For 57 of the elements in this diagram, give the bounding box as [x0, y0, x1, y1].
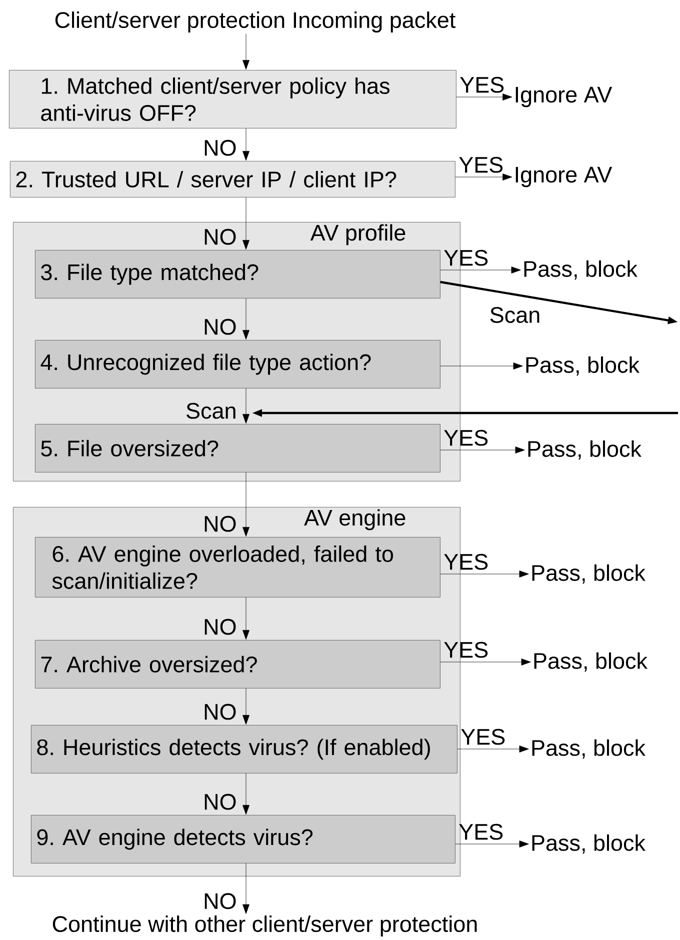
arrow	[440, 446, 525, 454]
arrow	[242, 597, 250, 640]
edge-label: Scan	[490, 307, 540, 323]
edge-label: YES	[461, 728, 505, 745]
arrow	[440, 570, 529, 578]
edge-label: YES	[444, 554, 488, 570]
arrow	[455, 174, 512, 180]
edge-label: Scan	[186, 402, 236, 419]
edge-label: YES	[444, 642, 488, 658]
step-text: Pass, block	[532, 834, 646, 854]
edge-label: YES	[444, 250, 488, 266]
decision-box: 3. File type matched?	[35, 250, 440, 298]
step-text: Continue with other client/server protection	[52, 916, 477, 936]
edge-label: NO	[204, 318, 236, 335]
edge-label: NO	[204, 618, 236, 635]
arrow	[242, 128, 250, 161]
arrow	[242, 34, 250, 70]
arrow	[242, 388, 250, 424]
arrow	[242, 773, 250, 815]
step-text: Pass, block	[534, 652, 648, 672]
step-text: Ignore AV	[516, 166, 612, 188]
step-text: Pass, block	[524, 260, 638, 280]
step-text: Client/server protection Incoming packet	[55, 12, 456, 32]
decision-box: 4. Unrecognized file type action?	[35, 340, 440, 388]
edge-label: YES	[459, 156, 503, 173]
step-text: Pass, block	[528, 440, 642, 460]
edge-label: NO	[204, 794, 236, 810]
step-text: Pass, block	[526, 356, 640, 376]
decision-box: 8. Heuristics detects virus? (If enabled)	[31, 725, 458, 774]
step-text: Ignore AV	[516, 86, 612, 108]
edge-label: NO	[204, 140, 236, 156]
decision-box: 1. Matched client/server policy has anti-virus OFF?	[9, 70, 456, 128]
edge-label: NO	[204, 516, 236, 532]
edge-label: NO	[204, 893, 236, 910]
edge-label: YES	[444, 430, 488, 446]
decision-box: 9. AV engine detects virus?	[31, 815, 456, 864]
arrow	[440, 266, 521, 274]
step-text: Pass, block	[532, 739, 646, 759]
edge-label: YES	[459, 824, 503, 840]
arrow	[242, 472, 250, 537]
arrow	[440, 658, 531, 666]
edge-label: NO	[204, 228, 236, 245]
arrow	[242, 863, 250, 914]
arrow	[457, 746, 529, 752]
decision-box: 7. Archive oversized?	[35, 640, 440, 688]
edge-label: YES	[460, 76, 504, 93]
arrow	[440, 362, 523, 370]
arrow	[242, 197, 250, 250]
arrow	[242, 298, 250, 340]
arrow	[456, 94, 512, 100]
arrow	[242, 688, 250, 725]
decision-box: 5. File oversized?	[35, 424, 440, 472]
decision-box: 2. Trusted URL / server IP / client IP?	[10, 161, 456, 198]
arrow	[455, 840, 529, 848]
edge-label: NO	[204, 704, 236, 720]
step-text: Pass, block	[532, 564, 646, 584]
decision-box: 6. AV engine overloaded, failed to scan/initialize?	[35, 537, 440, 598]
